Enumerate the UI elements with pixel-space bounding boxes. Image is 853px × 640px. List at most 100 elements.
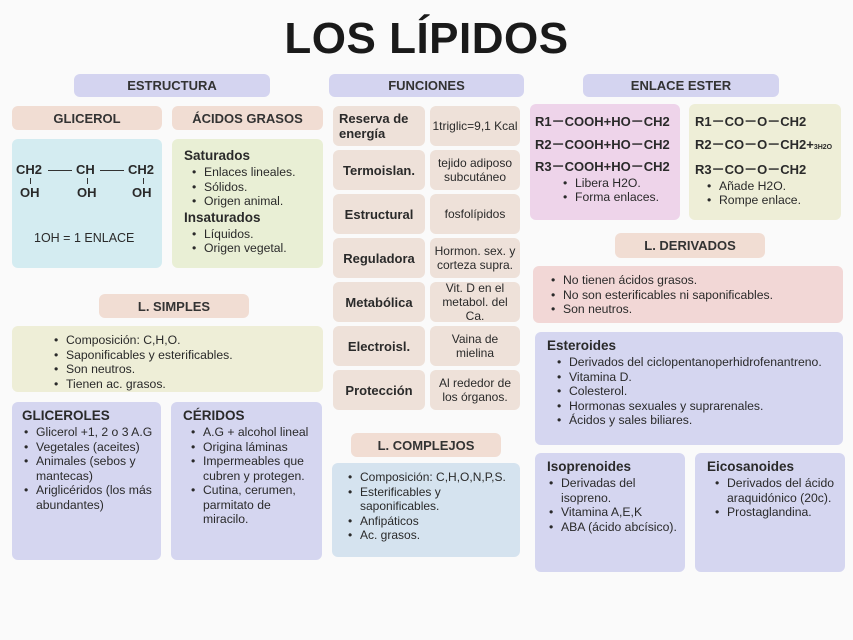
list-item: Saponificables y esterificables. xyxy=(52,348,323,363)
glicerol-note: 1OH = 1 ENLACE xyxy=(34,231,135,245)
list-item: Son neutros. xyxy=(52,362,323,377)
list-item: Vitamina D. xyxy=(555,370,837,385)
bullet-list: Libera H2O.Forma enlaces. xyxy=(561,176,680,205)
list-item: Anfipáticos xyxy=(346,514,520,529)
bond xyxy=(143,178,144,184)
formula-line: R2－CO－O－CH2 xyxy=(695,136,807,152)
funcion-description: Hormon. sex. y corteza supra. xyxy=(430,238,520,278)
list-item: Rompe enlace. xyxy=(705,193,841,208)
isoprenoides-box: Isoprenoides Derivadas del isopreno.Vita… xyxy=(535,453,685,572)
gliceroles-box: GLICEROLES Glicerol +1, 2 o 3 A.GVegetal… xyxy=(12,402,161,560)
list-item: Derivadas del isopreno. xyxy=(547,476,679,505)
list-item: Origina láminas xyxy=(189,440,316,455)
hidrolisis-box: R1－CO－O－CH2 R2－CO－O－CH2+3H2O R3－CO－O－CH2… xyxy=(689,104,841,220)
esteroides-box: Esteroides Derivados del ciclopentanoper… xyxy=(535,332,843,445)
glicerol-box: CH2 CH CH2 OH OH OH 1OH = 1 ENLACE xyxy=(12,139,162,268)
list-item: Origen vegetal. xyxy=(190,241,323,256)
eicosanoides-title: Eicosanoides xyxy=(707,459,795,474)
bullet-list: No tienen ácidos grasos.No son esterific… xyxy=(549,273,843,317)
derivados-label: L. DERIVADOS xyxy=(615,233,765,258)
formula-line: R1－CO－O－CH2 xyxy=(695,114,807,129)
list-item: Animales (sebos y mantecas) xyxy=(22,454,155,483)
complejos-box: Composición: C,H,O,N,P,S.Esterificables … xyxy=(332,463,520,557)
bullet-list: Derivadas del isopreno.Vitamina A,E,KABA… xyxy=(547,476,679,534)
esterificacion-box: R1－COOH+HO－CH2 R2－COOH+HO－CH2 R3－COOH+HO… xyxy=(530,104,680,220)
list-item: ABA (ácido abcísico). xyxy=(547,520,679,535)
glicerol-oh2: OH xyxy=(77,185,97,200)
header-funciones: FUNCIONES xyxy=(329,74,524,97)
list-item: Forma enlaces. xyxy=(561,190,680,205)
list-item: Origen animal. xyxy=(190,194,323,209)
funcion-name: Electroisl. xyxy=(333,326,425,366)
list-item: Añade H2O. xyxy=(705,179,841,194)
esteroides-title: Esteroides xyxy=(547,338,617,353)
list-item: Derivados del ciclopentanoperhidrofenant… xyxy=(555,355,837,370)
water-label: 3H2O xyxy=(813,143,833,151)
list-item: Ácidos y sales biliares. xyxy=(555,413,837,428)
list-item: Esterificables y saponificables. xyxy=(346,485,520,514)
formula-line: R3－CO－O－CH2 xyxy=(695,162,807,177)
bullet-list: Composición: C,H,O.Saponificables y este… xyxy=(52,333,323,391)
funcion-name: Termoislan. xyxy=(333,150,425,190)
plus-sign: + xyxy=(806,136,814,152)
glicerol-oh1: OH xyxy=(20,185,40,200)
list-item: Ac. grasos. xyxy=(346,528,520,543)
page-title: LOS LÍPIDOS xyxy=(284,14,569,63)
list-item: Prostaglandina. xyxy=(713,505,839,520)
bond xyxy=(87,178,88,184)
list-item: A.G + alcohol lineal xyxy=(189,425,316,440)
funcion-description: Al rededor de los órganos. xyxy=(430,370,520,410)
bullet-list: Añade H2O.Rompe enlace. xyxy=(705,179,841,208)
derivados-box: No tienen ácidos grasos.No son esterific… xyxy=(533,266,843,323)
list-item: No tienen ácidos grasos. xyxy=(549,273,843,288)
bullet-list: Derivados del ácido araquidónico (20c).P… xyxy=(713,476,839,520)
funcion-name: Protección xyxy=(333,370,425,410)
acidos-grasos-box: Saturados Enlaces lineales.Sólidos.Orige… xyxy=(172,139,323,268)
list-item: Derivados del ácido araquidónico (20c). xyxy=(713,476,839,505)
list-item: Enlaces lineales. xyxy=(190,165,323,180)
glicerol-c1: CH2 xyxy=(16,162,43,177)
insaturados-heading: Insaturados xyxy=(184,209,261,225)
bullet-list: Composición: C,H,O,N,P,S.Esterificables … xyxy=(346,470,520,543)
funcion-description: fosfolípidos xyxy=(430,194,520,234)
funcion-description: Vaina de mielina xyxy=(430,326,520,366)
funcion-description: tejido adiposo subcutáneo xyxy=(430,150,520,190)
list-item: Vitamina A,E,K xyxy=(547,505,679,520)
glicerol-c3: CH2 xyxy=(128,162,155,177)
list-item: Hormonas sexuales y suprarenales. xyxy=(555,399,837,414)
formula-line: R3－COOH+HO－CH2 xyxy=(535,159,670,174)
list-item: Son neutros. xyxy=(549,302,843,317)
ceridos-title: CÉRIDOS xyxy=(183,408,245,423)
funcion-description: Vit. D en el metabol. del Ca. xyxy=(430,281,520,323)
list-item: Composición: C,H,O. xyxy=(52,333,323,348)
header-enlace-ester: ENLACE ESTER xyxy=(583,74,779,97)
simples-label: L. SIMPLES xyxy=(99,294,249,318)
list-item: Glicerol +1, 2 o 3 A.G xyxy=(22,425,155,440)
formula-line: R2－COOH+HO－CH2 xyxy=(535,136,670,152)
bullet-list: A.G + alcohol linealOrigina láminasImper… xyxy=(189,425,316,527)
simples-box: Composición: C,H,O.Saponificables y este… xyxy=(12,326,323,392)
header-estructura: ESTRUCTURA xyxy=(74,74,270,97)
formula-line: R1－COOH+HO－CH2 xyxy=(535,114,670,129)
isoprenoides-title: Isoprenoides xyxy=(547,459,632,474)
funcion-name: Reserva de energía xyxy=(333,106,425,146)
glicerol-oh3: OH xyxy=(132,185,152,200)
bullet-list: Enlaces lineales.Sólidos.Origen animal. xyxy=(190,165,323,209)
bullet-list: Glicerol +1, 2 o 3 A.GVegetales (aceites… xyxy=(22,425,155,512)
funcion-description: 1triglic=9,1 Kcal xyxy=(430,106,520,146)
list-item: Libera H2O. xyxy=(561,176,680,191)
bullet-list: Líquidos.Origen vegetal. xyxy=(190,227,323,256)
eicosanoides-box: Eicosanoides Derivados del ácido araquid… xyxy=(695,453,845,572)
funcion-name: Metabólica xyxy=(333,282,425,322)
ceridos-box: CÉRIDOS A.G + alcohol linealOrigina lámi… xyxy=(171,402,322,560)
list-item: No son esterificables ni saponificables. xyxy=(549,288,843,303)
glicerol-c2: CH xyxy=(76,162,95,177)
list-item: Composición: C,H,O,N,P,S. xyxy=(346,470,520,485)
list-item: Impermeables que cubren y protegen. xyxy=(189,454,316,483)
list-item: Colesterol. xyxy=(555,384,837,399)
list-item: Líquidos. xyxy=(190,227,323,242)
acidos-grasos-label: ÁCIDOS GRASOS xyxy=(172,106,323,130)
gliceroles-title: GLICEROLES xyxy=(22,408,110,423)
list-item: Tienen ac. grasos. xyxy=(52,377,323,392)
bond xyxy=(100,170,124,171)
